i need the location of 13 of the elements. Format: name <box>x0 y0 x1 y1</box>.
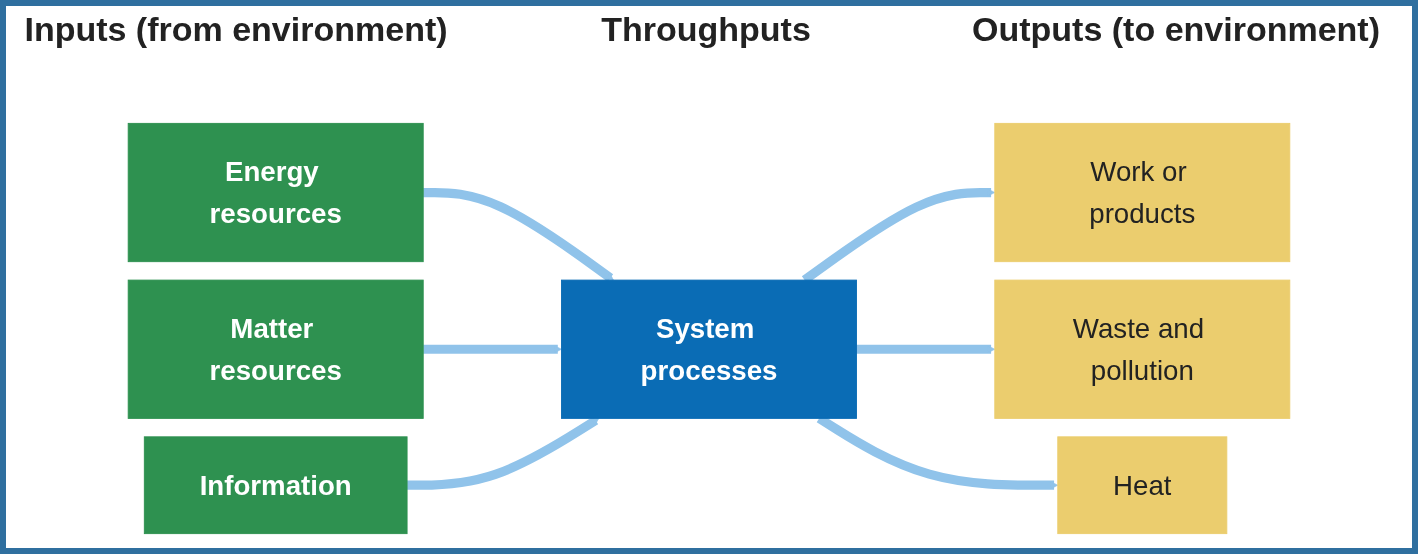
arrow <box>423 187 614 282</box>
node-box: Matter resources <box>127 279 424 419</box>
node-box: System processes <box>561 279 857 419</box>
column-heading: Inputs (from environment) <box>23 10 449 49</box>
arrow <box>856 344 996 354</box>
arrow <box>423 344 562 354</box>
column-heading: Outputs (to environment) <box>971 10 1381 49</box>
node-box: Waste and pollution <box>994 279 1291 419</box>
node-box: Heat <box>1057 436 1228 535</box>
node-box: Work or products <box>994 122 1291 263</box>
node-box: Energy resources <box>127 122 424 263</box>
node-box: Information <box>143 436 408 535</box>
column-heading: Throughputs <box>600 10 812 49</box>
